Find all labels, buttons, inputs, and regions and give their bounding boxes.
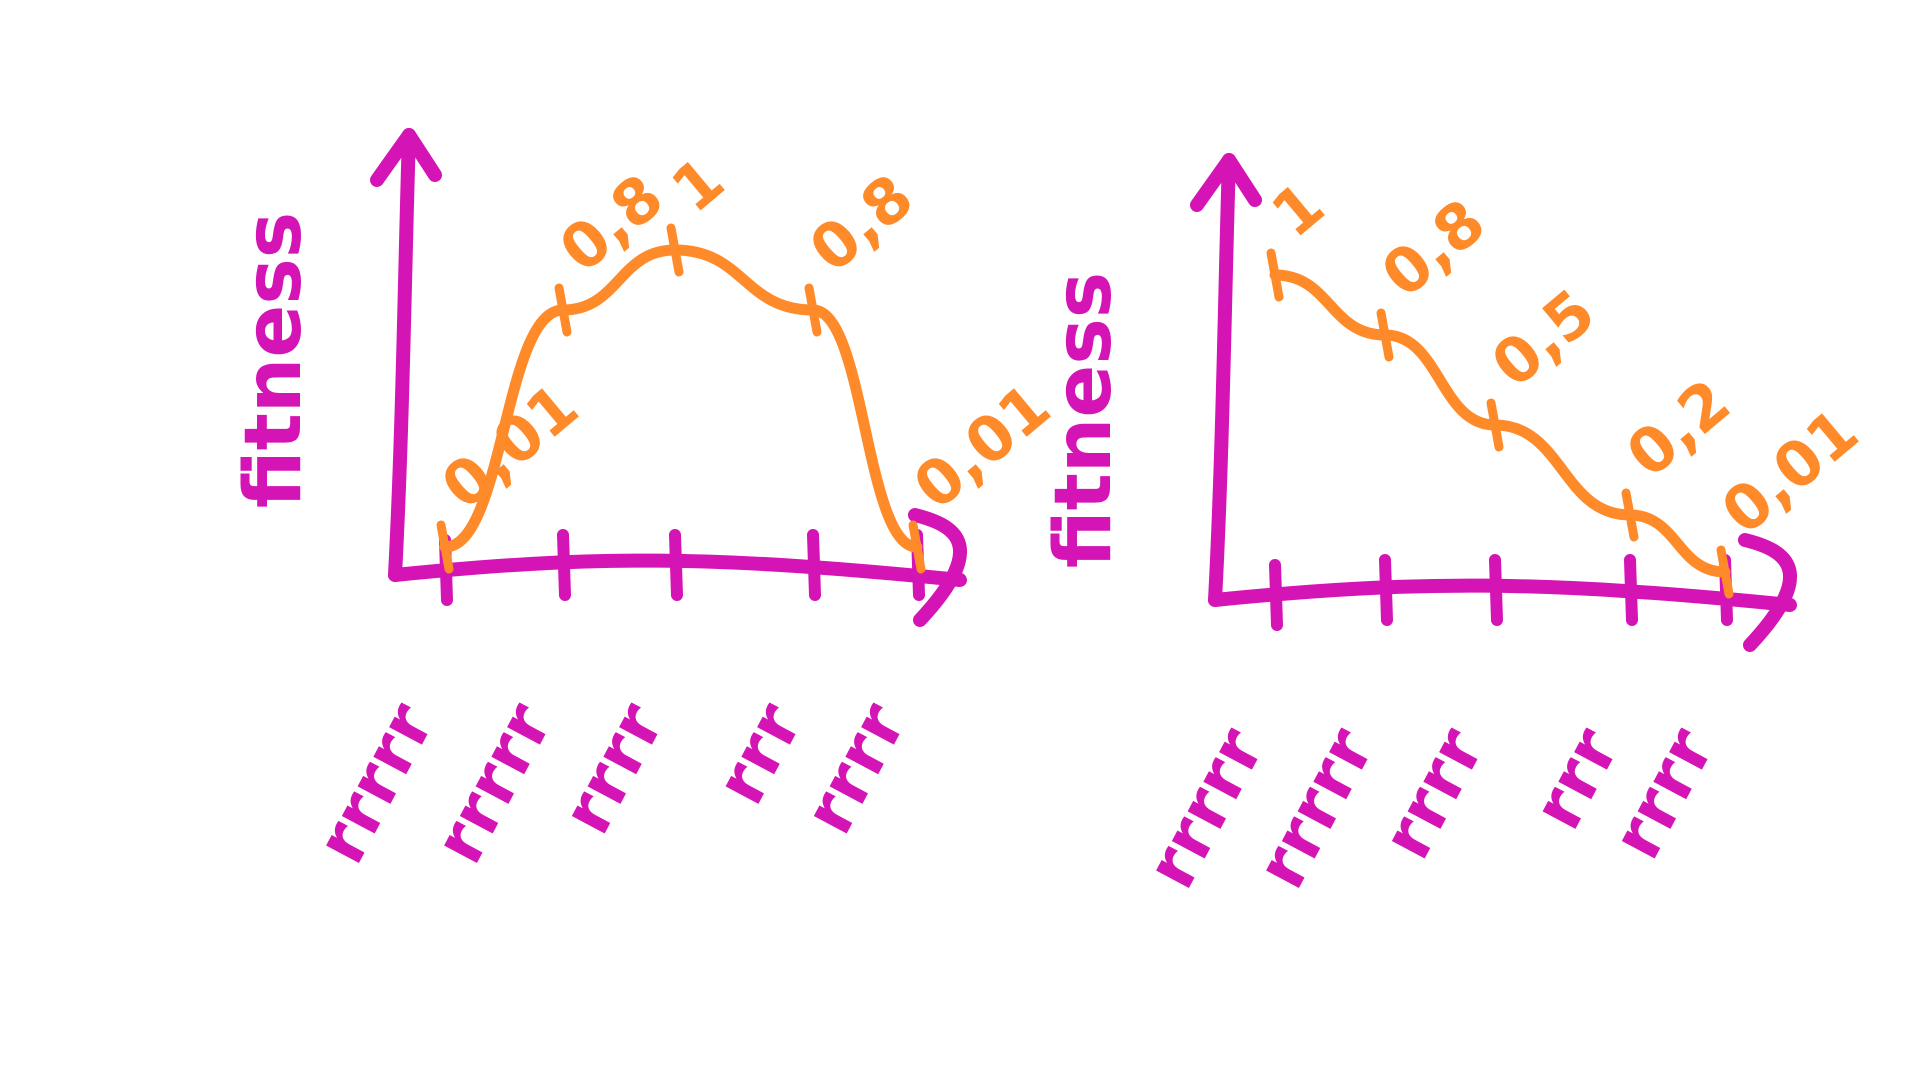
- data-point: [908, 520, 926, 574]
- data-label: 1: [1258, 168, 1338, 252]
- x-tick-label: rrrr: [547, 690, 680, 846]
- data-point: [436, 520, 454, 574]
- data-point: [1266, 248, 1284, 302]
- x-tick: [1269, 559, 1283, 631]
- y-axis-line: [388, 128, 416, 582]
- x-tick-label: rrrr: [1597, 715, 1730, 871]
- data-point: [1716, 545, 1734, 599]
- x-axis-arrow: [908, 508, 967, 627]
- data-point: [1376, 308, 1394, 362]
- x-tick: [557, 529, 571, 601]
- x-tick-label: rrrr: [1367, 715, 1500, 871]
- x-axis-line: [1208, 578, 1797, 612]
- data-label: 0,5: [1478, 275, 1609, 402]
- y-axis-line: [1208, 153, 1236, 607]
- data-point: [804, 283, 822, 337]
- y-axis-arrow: [370, 128, 442, 187]
- y-axis-arrow: [1190, 153, 1262, 212]
- data-label: 0,8: [1368, 185, 1499, 312]
- data-point: [1621, 488, 1639, 542]
- data-label: 0,8: [546, 160, 677, 287]
- data-label: 0,2: [1613, 365, 1744, 492]
- data-point: [666, 223, 684, 277]
- data-point: [554, 283, 572, 337]
- data-label: 0,8: [796, 160, 927, 287]
- x-axis-arrow: [1738, 533, 1797, 652]
- x-tick: [1489, 554, 1503, 626]
- y-axis-label: fitness: [229, 212, 319, 508]
- x-tick-label: rrrrr: [1242, 715, 1391, 901]
- x-tick: [807, 529, 821, 601]
- x-tick: [669, 529, 683, 601]
- x-tick-label: rrrr: [789, 690, 922, 846]
- x-tick-label: rrrrr: [420, 690, 569, 876]
- data-point: [1486, 398, 1504, 452]
- x-tick: [1624, 554, 1638, 626]
- x-tick: [1379, 554, 1393, 626]
- x-axis-line: [388, 553, 967, 587]
- y-axis-label: fitness: [1039, 272, 1129, 568]
- x-tick-label: rrrrr: [302, 690, 451, 876]
